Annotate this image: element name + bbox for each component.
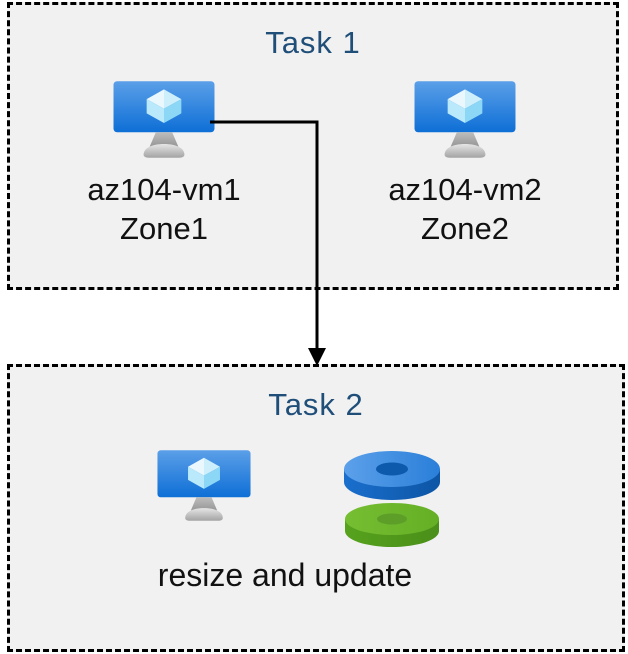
vm-az104-vm2: az104-vm2 Zone2: [345, 81, 585, 248]
vm-label: az104-vm2 Zone2: [345, 170, 585, 248]
vm-az104-vm1: az104-vm1 Zone1: [44, 81, 284, 248]
task1-box: Task 1 az104-vm1 Zone1 az104-vm2: [7, 2, 619, 290]
vm-zone: Zone2: [421, 211, 509, 246]
vm-zone: Zone1: [120, 211, 208, 246]
task1-title: Task 1: [265, 25, 361, 60]
task2-title: Task 2: [268, 387, 364, 422]
task2-box: Task 2 resize and update: [7, 364, 625, 652]
virtual-machine-icon: [113, 81, 215, 158]
vm-label: az104-vm1 Zone1: [44, 170, 284, 248]
virtual-machine-icon: [414, 81, 516, 158]
vm-name: az104-vm2: [388, 172, 542, 207]
managed-disks-icon: [344, 451, 440, 547]
task2-caption: resize and update: [157, 557, 413, 593]
virtual-machine-icon: [157, 450, 251, 521]
vm-name: az104-vm1: [87, 172, 241, 207]
